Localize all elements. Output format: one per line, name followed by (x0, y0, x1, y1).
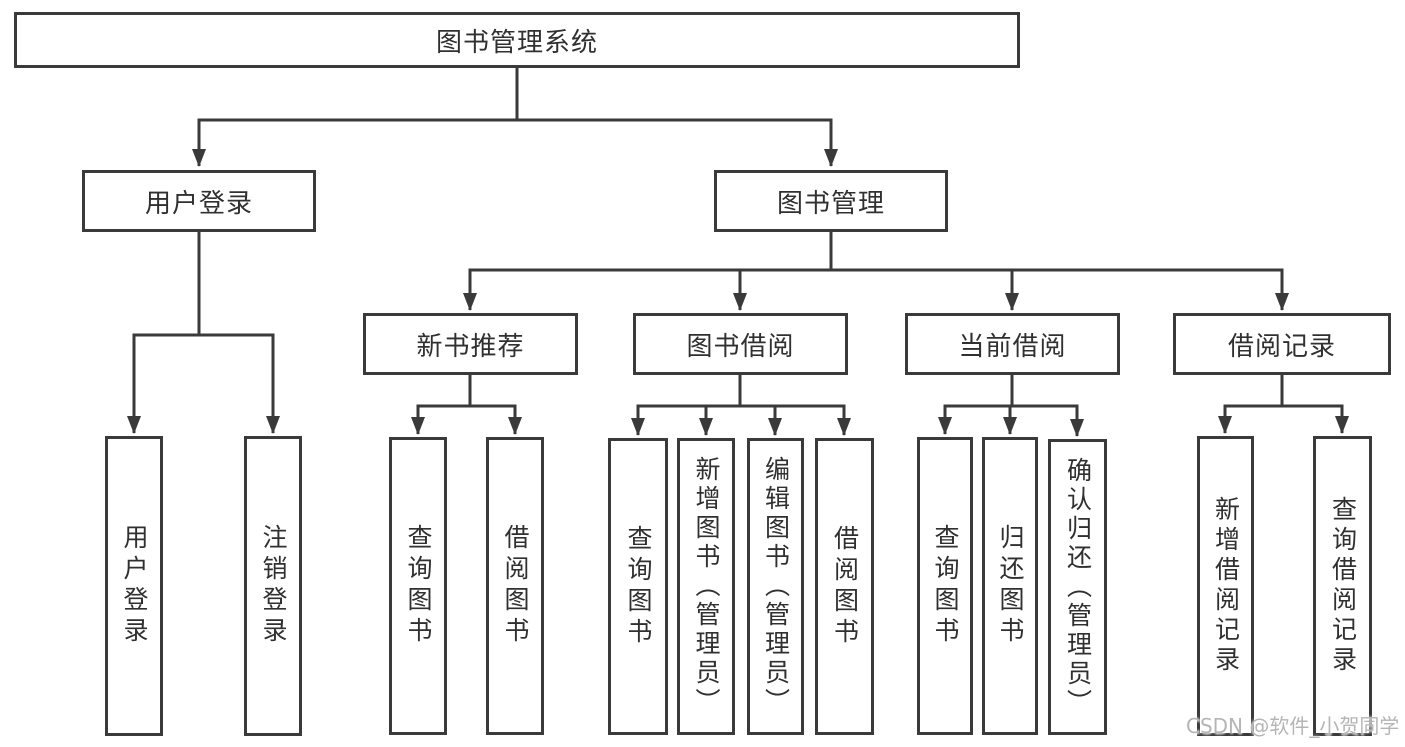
leaf-query-borrow-record: 查询借阅记录 (1313, 436, 1372, 736)
watermark: CSDN @软件_小贺同学 (1186, 714, 1400, 738)
leaf-add-borrow-record: 新增借阅记录 (1197, 436, 1254, 736)
leaf-query-books-borrow: 查询图书 (608, 438, 668, 735)
leaf-add-books-admin: 新增图书（管理员） (677, 438, 735, 735)
leaf-borrow-books-recommend: 借阅图书 (486, 437, 544, 735)
leaf-logout: 注销登录 (244, 436, 302, 736)
node-borrow-records: 借阅记录 (1173, 313, 1391, 375)
node-book-management: 图书管理 (714, 170, 948, 232)
node-book-borrow: 图书借阅 (633, 313, 848, 375)
leaf-query-books-current: 查询图书 (917, 437, 973, 735)
node-new-book-recommend: 新书推荐 (363, 313, 578, 375)
node-root: 图书管理系统 (14, 12, 1020, 68)
leaf-confirm-return-admin: 确认归还（管理员） (1048, 439, 1107, 735)
leaf-user-login: 用户登录 (105, 436, 163, 736)
leaf-query-books-recommend: 查询图书 (389, 437, 447, 735)
leaf-borrow-books: 借阅图书 (815, 438, 874, 735)
leaf-edit-books-admin: 编辑图书（管理员） (747, 438, 804, 735)
node-current-borrow: 当前借阅 (905, 313, 1120, 375)
node-user-login: 用户登录 (82, 170, 316, 232)
leaf-return-books: 归还图书 (982, 437, 1038, 735)
